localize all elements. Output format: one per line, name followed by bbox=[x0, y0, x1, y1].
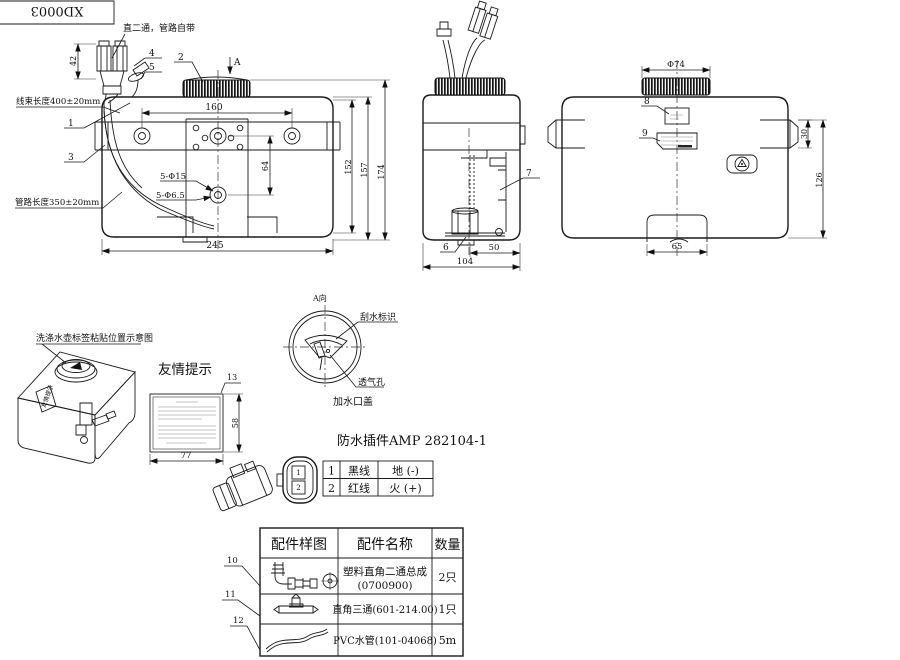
part-1-name-line2: (0700900) bbox=[358, 580, 413, 592]
pinout-row2-func: 火 (+) bbox=[389, 482, 421, 495]
balloon-9: 9 bbox=[642, 129, 648, 139]
note-harness-length: 线束长度400±20mm bbox=[16, 96, 100, 107]
title-block: XD0003 bbox=[0, 0, 115, 25]
pinout-row1-func: 地 (-) bbox=[392, 465, 419, 478]
a-view-label: A向 bbox=[312, 293, 327, 303]
view-direction-arrow-label: A bbox=[233, 58, 241, 68]
dim-65: 65 bbox=[672, 242, 683, 252]
dim-160: 160 bbox=[205, 103, 222, 113]
dim-cap-diameter: Φ74 bbox=[667, 60, 685, 70]
friendly-reminder-title: 友情提示 bbox=[158, 362, 212, 378]
part-sketch-tee bbox=[273, 593, 319, 614]
pinout-row1-no: 1 bbox=[328, 465, 335, 478]
note-vent-hole: 透气孔 bbox=[358, 376, 385, 388]
balloon-3: 3 bbox=[68, 153, 74, 163]
wiper-symbol bbox=[304, 334, 348, 371]
part-3-name: PVC水管(101-04068) bbox=[333, 634, 437, 647]
pin-2-label: 2 bbox=[296, 484, 300, 492]
part-1-qty: 2只 bbox=[439, 571, 457, 584]
note-sticker-position: 洗涤水壶标签粘贴位置示意图 bbox=[36, 332, 153, 344]
part-sketch-tube bbox=[265, 628, 329, 653]
note-pipe-length: 管路长度350±20mm bbox=[15, 197, 99, 208]
front-view: 42 160 64 152 157 174 245 5-Φ15 5-Φ6.5 1… bbox=[15, 22, 390, 255]
pin-1-label: 1 bbox=[296, 469, 300, 477]
dim-64: 64 bbox=[261, 161, 270, 171]
note-wiper-mark: 刮水标识 bbox=[360, 311, 396, 323]
parts-header-name: 配件名称 bbox=[357, 537, 413, 553]
sticker-detail: 洗涤水壶标签粘贴位置示意图 友情提示 友情提示 13 58 7 bbox=[17, 332, 243, 465]
part-2-name: 直角三通(601-214.00) bbox=[332, 603, 437, 616]
internal-pump bbox=[445, 149, 507, 246]
part-1-name-line1: 塑料直角二通总成 bbox=[343, 565, 427, 578]
part-2-qty: 1只 bbox=[439, 603, 457, 616]
pinout-table: 1 黑线 地 (-) 2 红线 火 (+) bbox=[322, 460, 434, 497]
dim-174: 174 bbox=[377, 164, 386, 179]
drawing-number: XD0003 bbox=[31, 3, 84, 18]
callout-5xd65: 5-Φ6.5 bbox=[156, 191, 185, 201]
dim-77: 77 bbox=[181, 451, 192, 461]
pinout-row2-no: 2 bbox=[328, 482, 335, 495]
dim-157: 157 bbox=[360, 162, 369, 177]
rear-view: 8 9 Φ74 30 126 65 bbox=[547, 60, 827, 258]
dim-58: 58 bbox=[231, 418, 240, 428]
connector-3d-view bbox=[212, 460, 273, 512]
dim-126: 126 bbox=[815, 172, 824, 187]
connector-title: 防水插件AMP 282104-1 bbox=[337, 433, 487, 449]
part-sketch-elbow bbox=[271, 562, 339, 590]
parts-header-qty: 数量 bbox=[434, 538, 460, 553]
dim-104: 104 bbox=[457, 257, 473, 267]
part-3-qty: 5m bbox=[439, 634, 457, 647]
dim-152: 152 bbox=[344, 159, 353, 174]
balloon-2: 2 bbox=[178, 53, 184, 63]
balloon-12: 12 bbox=[233, 616, 244, 626]
balloons-4-5: 4 5 bbox=[133, 49, 162, 80]
side-connectors bbox=[467, 0, 499, 40]
balloon-4: 4 bbox=[149, 49, 155, 59]
dim-30: 30 bbox=[800, 129, 809, 139]
connector-detail: 防水插件AMP 282104-1 1 2 1 黑线 地 (-) bbox=[212, 433, 487, 512]
parts-table: 配件样图 配件名称 数量 塑料直角二通总成 (0700900) 2只 直角三通(… bbox=[222, 527, 464, 657]
callout-5xd15: 5-Φ15 bbox=[160, 172, 186, 182]
parts-header-sample: 配件样图 bbox=[271, 537, 327, 553]
dim-50: 50 bbox=[489, 243, 500, 253]
dim-245: 245 bbox=[206, 241, 223, 251]
tank-isometric: 友情提示 bbox=[17, 351, 136, 464]
balloon-5: 5 bbox=[149, 63, 155, 73]
balloon-8: 8 bbox=[644, 97, 650, 107]
balloon-11: 11 bbox=[225, 590, 236, 600]
elbow-fitting bbox=[127, 61, 150, 98]
balloon-7: 7 bbox=[526, 169, 532, 179]
balloon-10: 10 bbox=[227, 556, 238, 566]
note-filler-cap: 加水口盖 bbox=[333, 395, 373, 408]
balloon-1: 1 bbox=[68, 119, 74, 129]
connector-face-view: 1 2 bbox=[276, 456, 318, 504]
side-view: 6 7 50 104 bbox=[422, 0, 540, 271]
note-fitting: 直二通，管路自带 bbox=[123, 22, 195, 34]
harness-connector bbox=[96, 40, 128, 104]
balloon-6: 6 bbox=[443, 243, 449, 253]
material-recycle-icon bbox=[726, 154, 758, 174]
dim-42: 42 bbox=[69, 56, 78, 66]
dim-13: 13 bbox=[227, 373, 237, 382]
a-direction-view: A向 刮水标识 透气孔 加水口盖 bbox=[283, 293, 398, 408]
pinout-row1-wire: 黑线 bbox=[348, 464, 370, 478]
pinout-row2-wire: 红线 bbox=[348, 481, 370, 495]
